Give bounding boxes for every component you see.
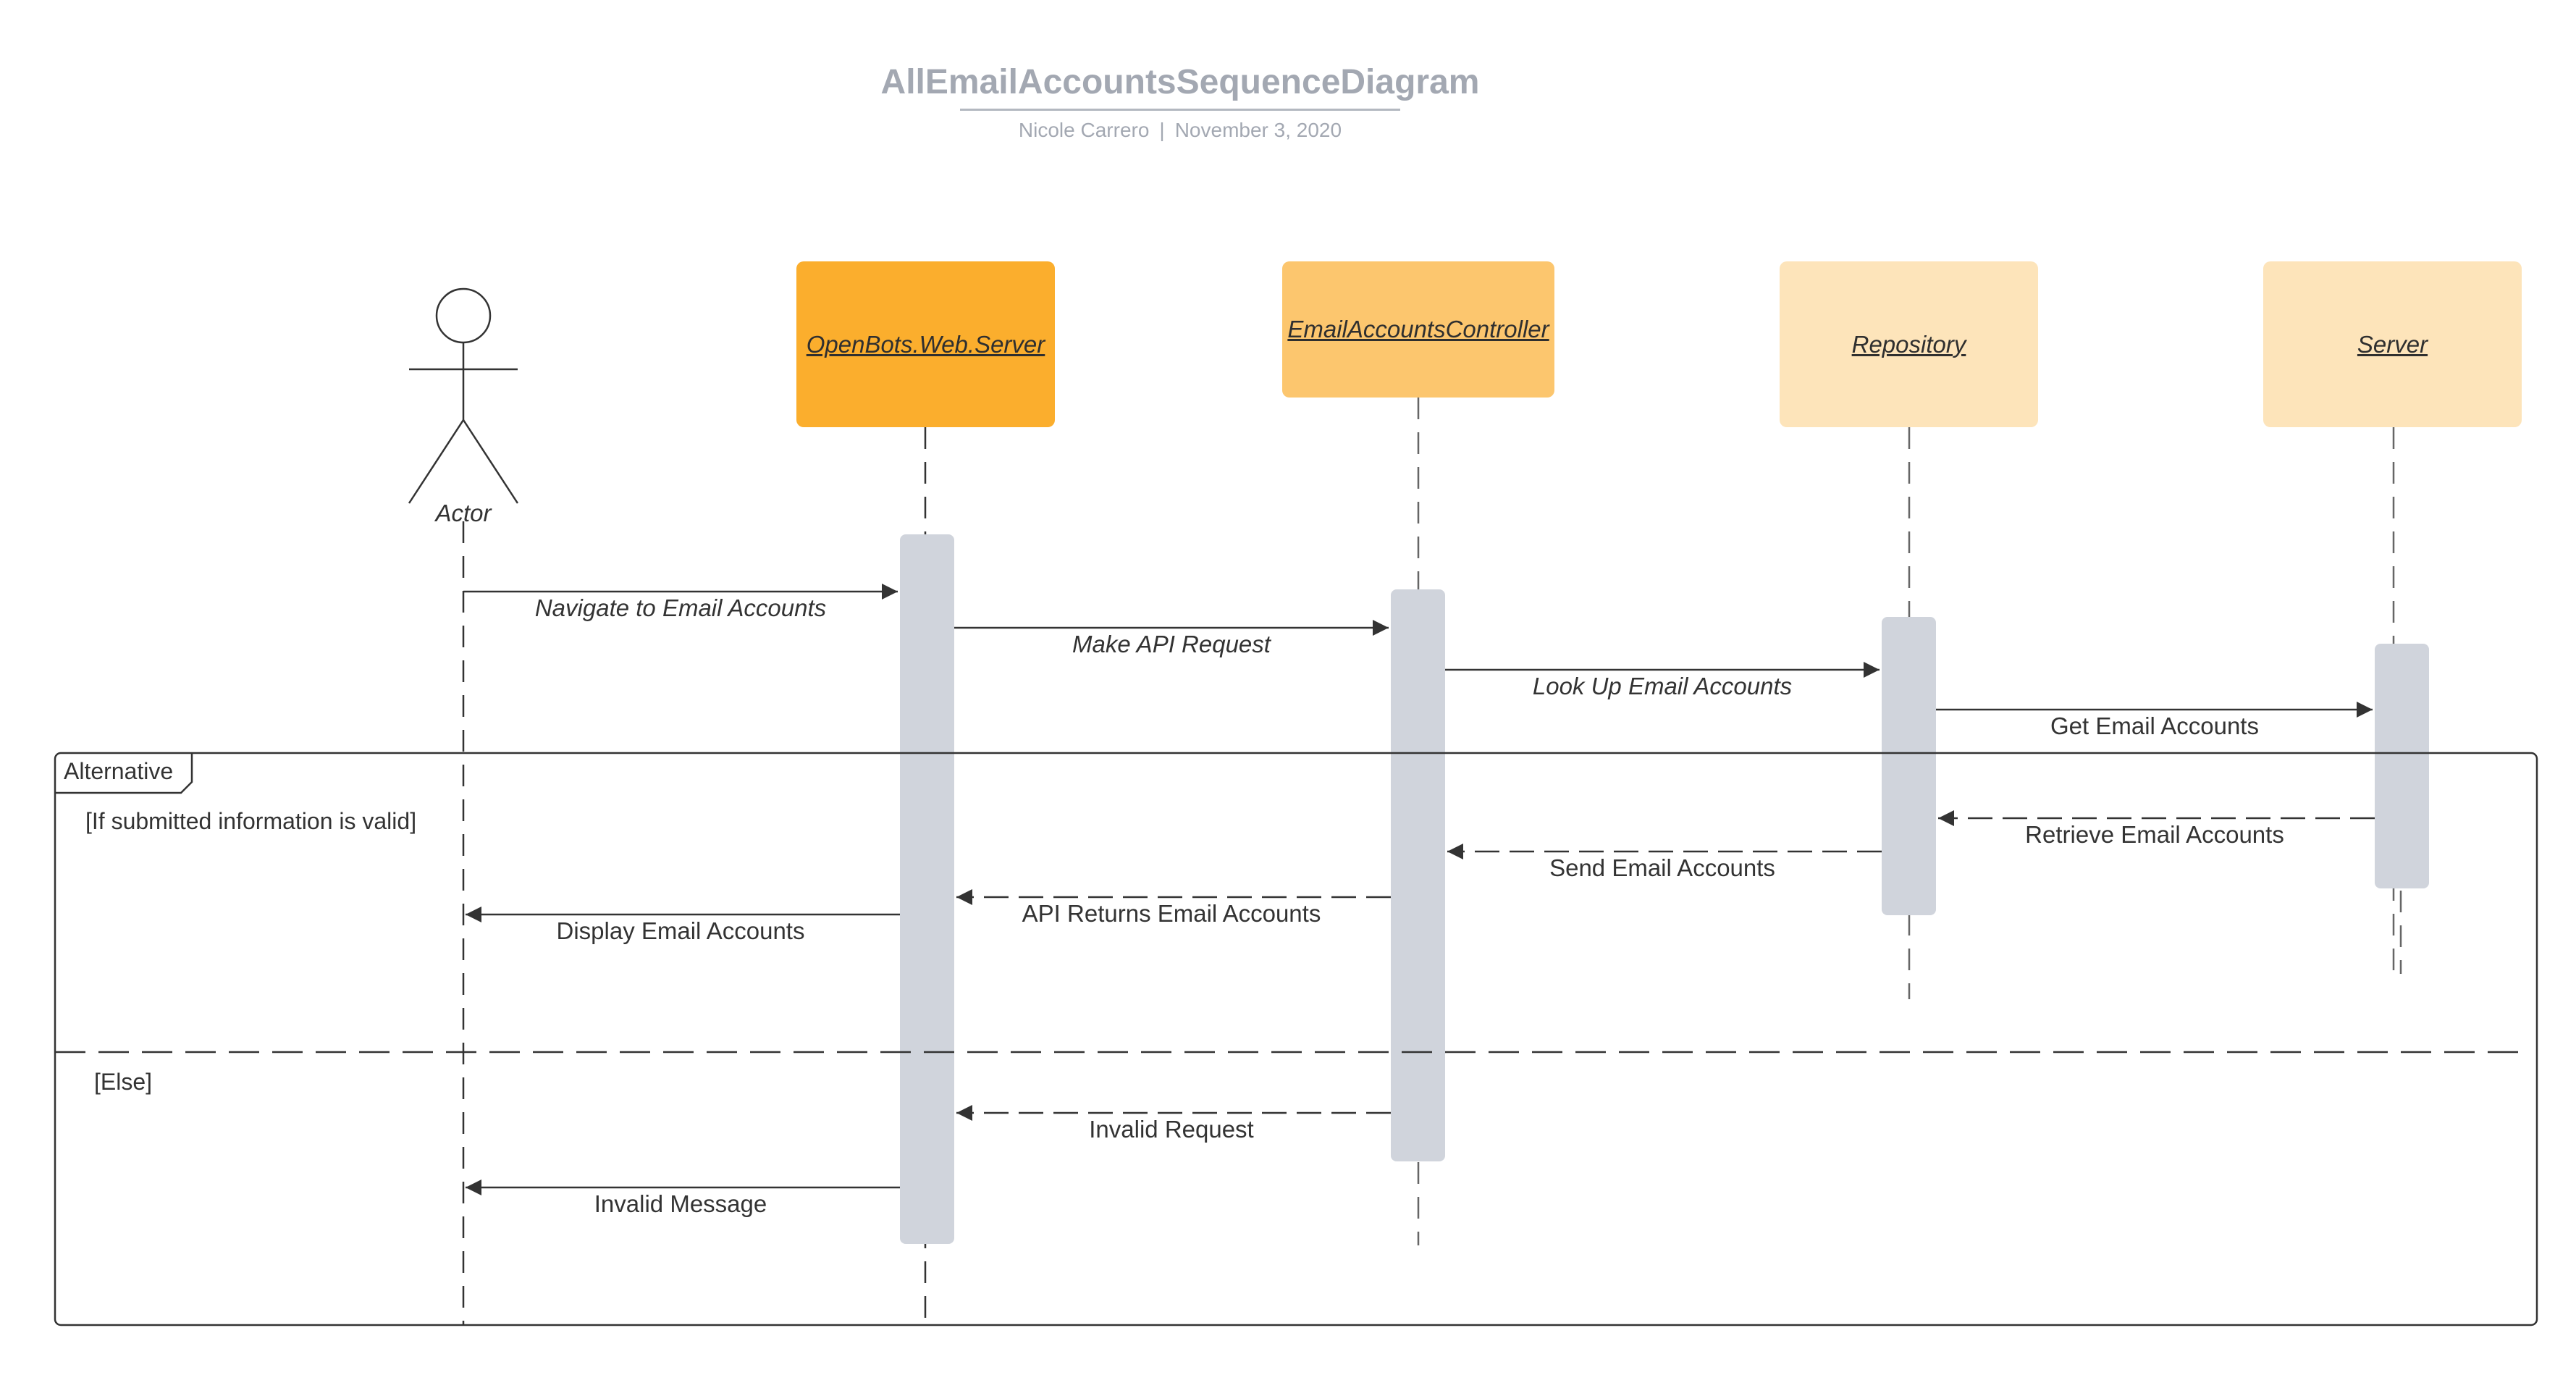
title-underline <box>960 109 1400 111</box>
message-display-label: Display Email Accounts <box>556 917 805 944</box>
message-retrieve-label: Retrieve Email Accounts <box>2025 821 2284 848</box>
alternative-frame <box>54 752 2538 1326</box>
participant-openbots-web-server: OpenBots.Web.Server <box>796 261 1055 427</box>
subtitle-separator: | <box>1159 119 1165 141</box>
message-invalid-message-label: Invalid Message <box>594 1190 767 1217</box>
guard-else-label: [Else] <box>94 1069 153 1095</box>
guard-valid-label: [If submitted information is valid] <box>85 808 417 834</box>
message-lookup-label: Look Up Email Accounts <box>1532 673 1793 699</box>
diagram-date: November 3, 2020 <box>1174 119 1342 141</box>
alternative-frame-label: Alternative <box>64 758 174 784</box>
controller-activation-bar <box>1391 589 1445 1161</box>
diagram-subtitle: Nicole Carrero | November 3, 2020 <box>796 116 1564 145</box>
message-get-label: Get Email Accounts <box>2050 712 2259 739</box>
message-navigate-label: Navigate to Email Accounts <box>534 594 827 621</box>
actor-label: Actor <box>435 500 492 526</box>
message-send-label: Send Email Accounts <box>1549 854 1775 881</box>
participant-server-label: Server <box>2357 330 2428 358</box>
actor-stick-figure <box>408 287 519 504</box>
participant-controller-label: EmailAccountsController <box>1287 316 1549 342</box>
message-invalid-request-label: Invalid Request <box>1089 1116 1254 1143</box>
participant-repository-label: Repository <box>1851 330 1966 358</box>
message-api-returns-label: API Returns Email Accounts <box>1022 900 1321 927</box>
diagram-title: AllEmailAccountsSequenceDiagram <box>880 63 1480 101</box>
repository-activation-bar <box>1882 617 1936 915</box>
server-activation-bar <box>2375 644 2429 888</box>
participant-openbots-label: OpenBots.Web.Server <box>806 330 1045 358</box>
author-name: Nicole Carrero <box>1018 119 1150 141</box>
participant-repository: Repository <box>1780 261 2038 427</box>
participant-server: Server <box>2263 261 2522 427</box>
alternative-frame-tab <box>55 753 193 794</box>
message-make-api-label: Make API Request <box>1072 631 1271 657</box>
openbots-activation-bar <box>900 534 954 1244</box>
participant-email-accounts-controller: EmailAccountsController <box>1282 261 1554 398</box>
